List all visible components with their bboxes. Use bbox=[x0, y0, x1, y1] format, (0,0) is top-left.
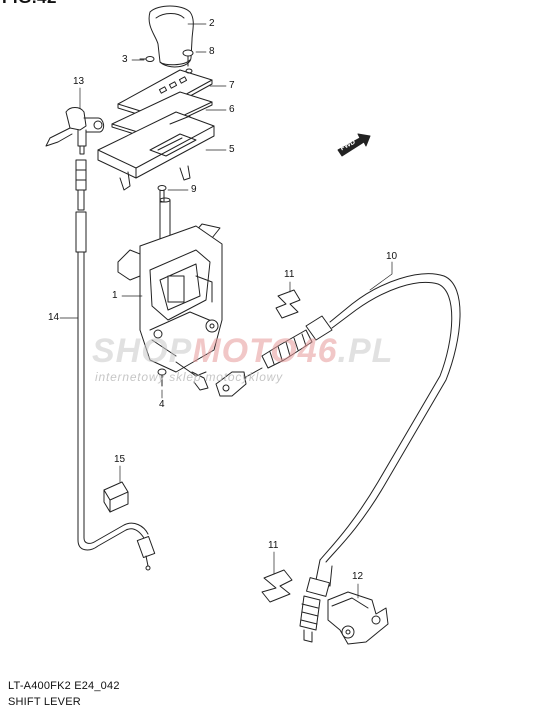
callout-13: 13 bbox=[73, 76, 85, 87]
pin-9 bbox=[157, 185, 167, 203]
watermark-part-1: SHOP bbox=[92, 332, 193, 370]
callout-11-lower: 11 bbox=[268, 540, 279, 551]
leader-lines bbox=[59, 23, 393, 599]
screw-8 bbox=[182, 49, 194, 67]
watermark-tagline: internetowy sklep motocyklowy bbox=[95, 370, 283, 384]
retainer-clip-11-lower bbox=[261, 569, 293, 603]
callout-10: 10 bbox=[386, 251, 398, 262]
switch-13 bbox=[45, 107, 105, 155]
guide-plate-5 bbox=[97, 111, 215, 191]
watermark-logo: SHOPMOTO46.PL bbox=[92, 332, 393, 371]
figure-title: FIG.42 bbox=[2, 0, 57, 8]
callout-15: 15 bbox=[114, 454, 126, 465]
callout-14: 14 bbox=[48, 312, 60, 323]
callout-8: 8 bbox=[209, 46, 215, 57]
callout-7: 7 bbox=[229, 80, 235, 91]
callout-3: 3 bbox=[122, 54, 128, 65]
shift-lever-assembly-1 bbox=[117, 197, 223, 377]
shift-knob bbox=[148, 5, 194, 68]
callout-9: 9 bbox=[191, 184, 197, 195]
cable-10 bbox=[215, 273, 461, 643]
bolt-4 bbox=[157, 368, 209, 391]
section-name: SHIFT LEVER bbox=[8, 696, 81, 708]
callout-4: 4 bbox=[159, 399, 165, 410]
bracket-12 bbox=[327, 591, 389, 645]
watermark-part-3: .PL bbox=[337, 332, 394, 370]
callout-6: 6 bbox=[229, 104, 235, 115]
callout-2: 2 bbox=[209, 18, 215, 29]
screw-3 bbox=[139, 56, 155, 62]
callout-1: 1 bbox=[112, 290, 118, 301]
callout-12: 12 bbox=[352, 571, 364, 582]
model-code: LT-A400FK2 E24_042 bbox=[8, 680, 120, 692]
retainer-clip-11-upper bbox=[275, 289, 301, 319]
cable-14 bbox=[75, 159, 156, 571]
clip-15 bbox=[103, 481, 129, 513]
watermark-part-2: MOTO46 bbox=[192, 332, 338, 370]
callout-11-upper: 11 bbox=[284, 269, 295, 280]
callout-5: 5 bbox=[229, 144, 235, 155]
forward-arrow-icon bbox=[337, 133, 371, 157]
